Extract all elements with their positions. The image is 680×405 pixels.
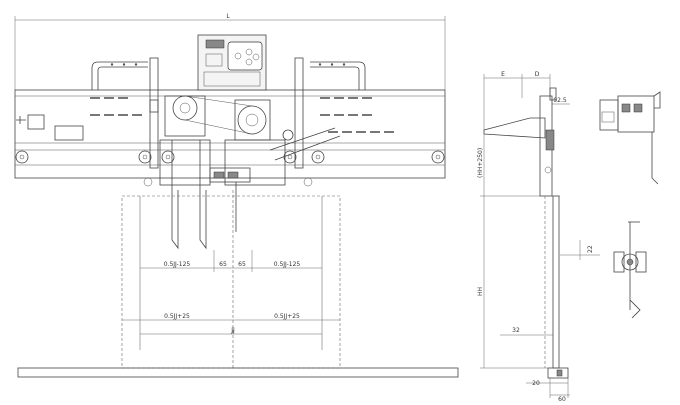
left-mount-screw <box>16 116 26 124</box>
detail-roller <box>633 103 643 113</box>
keypad-button <box>234 52 242 60</box>
detail-wheel-hub <box>626 258 634 266</box>
linkage-pivot <box>282 129 294 141</box>
controller-keypad <box>227 41 263 71</box>
detail-view-top <box>599 91 661 185</box>
left-bracket-inner <box>97 66 148 90</box>
label-L: L <box>226 13 230 20</box>
side-roller <box>544 166 552 174</box>
right-bracket-outer <box>310 61 366 90</box>
label-32: 32 <box>512 327 520 334</box>
label-half-jj-minus-125-right: 0.5JJ-125 <box>274 261 301 268</box>
left-vane-arm-2 <box>199 140 207 250</box>
keypad-button <box>245 48 253 56</box>
detail-hook <box>629 299 641 319</box>
beam-slot-pattern <box>90 97 394 133</box>
side-view: E D 92.5 (HH+250) HH 22 32 20 60 <box>477 71 600 403</box>
detail-tab <box>653 91 661 109</box>
detail-roller <box>621 103 631 113</box>
label-half-jj-minus-125-left: 0.5JJ-125 <box>164 261 191 268</box>
controller-box <box>197 34 267 91</box>
left-hanger-plate <box>159 139 211 186</box>
motor-pulley <box>172 95 198 121</box>
detail-slot <box>601 111 615 123</box>
motor-plate <box>164 95 206 137</box>
limit-switch <box>149 99 159 113</box>
detail-bracket-left <box>613 251 625 273</box>
right-post <box>294 57 304 169</box>
controller-terminal <box>203 71 261 87</box>
keypad-button <box>245 58 253 66</box>
label-65-left: 65 <box>219 261 227 268</box>
motor-pulley-hub <box>179 102 191 114</box>
label-half-jj-plus-25-left: 0.5JJ+25 <box>164 313 190 320</box>
label-D: D <box>535 71 540 78</box>
label-65-right: 65 <box>238 261 246 268</box>
keypad-button <box>252 53 260 61</box>
detail-rod <box>651 132 659 185</box>
right-hanger-plate <box>224 139 286 186</box>
linkage-arm <box>269 127 341 161</box>
right-bracket-inner <box>310 66 360 90</box>
track-rollers <box>15 150 445 187</box>
operator-arm-profile <box>483 117 546 139</box>
drive-belt <box>184 95 253 135</box>
label-HH: HH <box>477 287 484 296</box>
label-22: 22 <box>587 245 594 253</box>
motor-assembly <box>149 95 271 141</box>
floor-sill <box>17 367 459 378</box>
controller-display <box>205 39 225 49</box>
door-guide-shoe <box>556 369 563 377</box>
label-E: E <box>501 71 505 78</box>
label-HH-plus-250: (HH+250) <box>477 148 484 178</box>
detail-wheel <box>621 253 639 271</box>
door-hangers <box>159 127 341 250</box>
left-stopper <box>27 114 45 130</box>
detail-block <box>617 95 655 133</box>
door-panels-outline <box>121 195 341 369</box>
top-clip <box>549 87 557 101</box>
left-bumper-bracket <box>54 125 84 141</box>
left-bracket-outer <box>91 61 148 90</box>
controller-label-plate <box>205 53 223 67</box>
drive-wheel-hub <box>245 113 259 127</box>
left-vane-arm <box>171 140 179 250</box>
drive-wheel <box>237 105 267 135</box>
lock-contact <box>213 171 225 179</box>
label-60: 60 <box>558 396 566 403</box>
left-post <box>149 57 159 169</box>
detail-view-bottom <box>613 221 647 319</box>
detail-bracket-right <box>635 251 647 273</box>
label-half-jj-plus-25-right: 0.5JJ+25 <box>274 313 300 320</box>
bracket-mount-holes <box>110 63 346 66</box>
door-lock-unit <box>209 167 251 183</box>
front-view: L <box>14 13 459 378</box>
door-panel-side <box>552 195 560 369</box>
lock-contact <box>227 171 239 179</box>
hanger-roller-block <box>545 129 555 151</box>
detail-plate <box>599 99 619 131</box>
label-JJ: JJ <box>230 327 235 334</box>
label-92-5: 92.5 <box>553 97 567 104</box>
label-20: 20 <box>532 380 540 387</box>
